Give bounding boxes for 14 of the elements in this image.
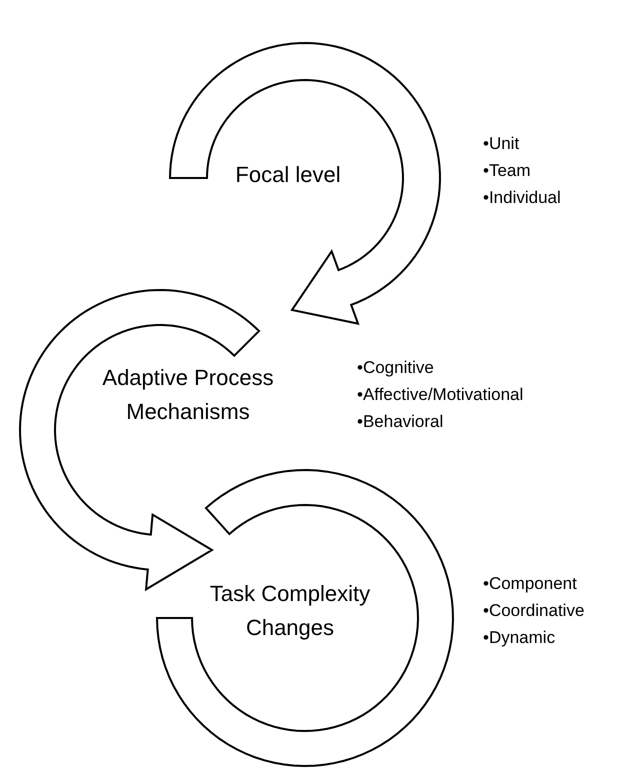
bullet-item: •Cognitive <box>357 357 435 379</box>
bullet-item: •Dynamic <box>483 627 556 649</box>
node-label: Task Complexity Changes <box>208 580 372 642</box>
bullet-item: •Affective/Motivational <box>357 384 524 406</box>
curved-block-arrow <box>19 289 260 592</box>
bullet-item: •Behavioral <box>357 411 444 433</box>
bullet-item: •Component <box>483 573 578 595</box>
node-label: Adaptive Process Mechanisms <box>101 364 275 426</box>
bullet-item: •Individual <box>483 187 561 209</box>
curved-block-arrow <box>168 42 441 325</box>
bullet-item: •Coordinative <box>483 600 584 622</box>
node-label: Focal level <box>234 161 342 189</box>
bullet-item: •Team <box>483 160 532 182</box>
bullet-item: •Unit <box>483 133 520 155</box>
